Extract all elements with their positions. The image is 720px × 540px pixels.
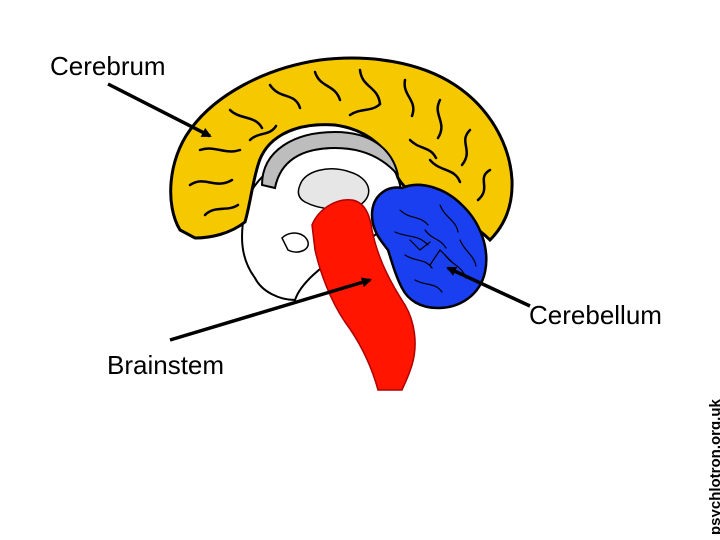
cerebrum-sulci bbox=[188, 68, 492, 217]
brainstem-label: Brainstem bbox=[107, 350, 225, 380]
cerebrum-label: Cerebrum bbox=[50, 51, 166, 81]
cerebellum-label: Cerebellum bbox=[529, 300, 662, 330]
cerebrum-arrow bbox=[107, 82, 212, 138]
pituitary bbox=[281, 232, 309, 253]
credit-watermark: psychlotron.org.uk bbox=[707, 399, 720, 535]
brainstem-shape bbox=[311, 199, 416, 391]
brainstem-arrow bbox=[169, 277, 372, 342]
corpus-callosum bbox=[260, 130, 399, 190]
cerebellum-shape bbox=[370, 183, 488, 310]
cerebellum-arrow bbox=[446, 266, 531, 308]
